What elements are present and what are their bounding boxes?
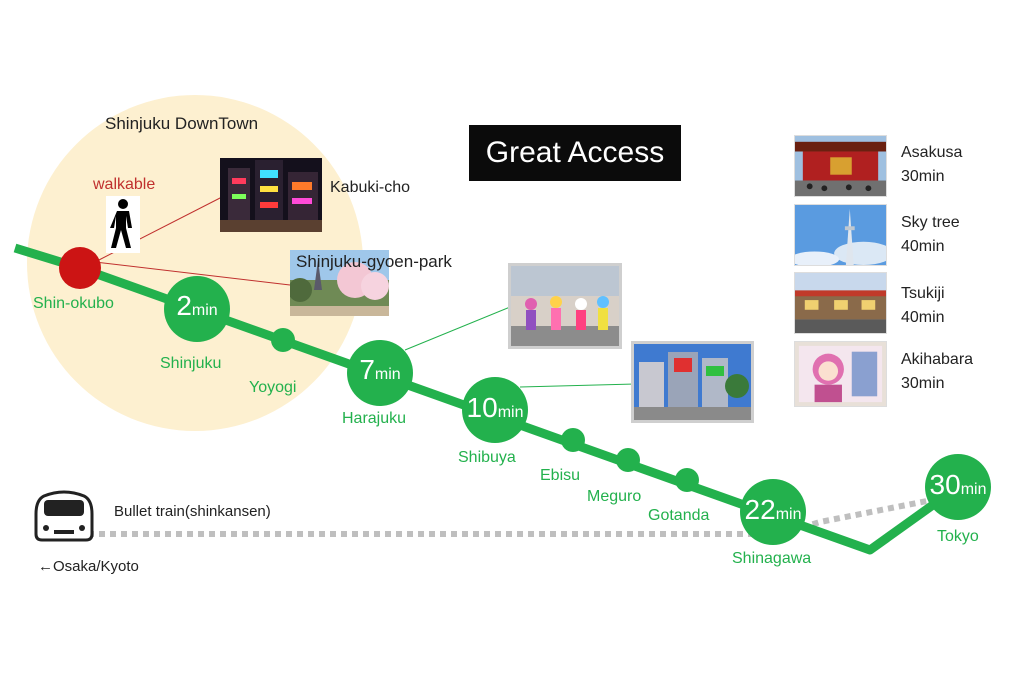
station-name-shinjuku: Shinjuku (160, 355, 222, 372)
attraction-name: Sky tree (901, 214, 960, 231)
harajuku-photo (508, 263, 622, 349)
station-dot-meguro (616, 448, 640, 472)
station-circle-harajuku (347, 340, 413, 406)
leader-harajuku-photo (404, 304, 516, 351)
page-title: Great Access (469, 125, 681, 181)
attraction-time: 30min (901, 168, 945, 185)
attraction-name: Akihabara (901, 351, 974, 368)
shibuya-photo (631, 341, 754, 423)
origin-marker (59, 247, 101, 289)
bullet-train-direction: ←Osaka/Kyoto (38, 558, 139, 575)
attraction-skytree: Sky tree 40min (901, 211, 960, 259)
time-unit: min (497, 404, 524, 421)
attraction-time: 30min (901, 375, 945, 392)
attraction-name: Asakusa (901, 144, 963, 161)
time-number: 10 (466, 392, 498, 423)
kabuki-cho-photo (220, 158, 322, 232)
station-dot-yoyogi (271, 328, 295, 352)
station-dot-gotanda (675, 468, 699, 492)
shinkansen-rail (88, 497, 933, 537)
attraction-tsukiji: Tsukiji 40min (901, 282, 945, 330)
time-number: 22 (744, 494, 776, 525)
station-name-tokyo: Tokyo (937, 528, 979, 545)
attraction-time: 40min (901, 309, 945, 326)
asakusa-photo (794, 135, 887, 197)
time-unit: min (960, 481, 987, 498)
time-unit: min (775, 506, 802, 523)
attraction-name: Tsukiji (901, 285, 945, 302)
tsukiji-photo (794, 272, 887, 334)
station-name-shin-okubo: Shin-okubo (33, 295, 114, 312)
station-dot-ebisu (561, 428, 585, 452)
attraction-akihabara: Akihabara 30min (901, 348, 973, 396)
station-name-shibuya: Shibuya (458, 449, 516, 466)
bullet-train-icon (34, 490, 94, 542)
station-name-gotanda: Gotanda (648, 507, 710, 524)
attraction-asakusa: Asakusa 30min (901, 141, 962, 189)
shinjuku-gyoen-label: Shinjuku-gyoen-park (296, 252, 452, 271)
station-name-shinagawa: Shinagawa (732, 550, 812, 567)
station-name-harajuku: Harajuku (342, 410, 407, 427)
time-number: 7 (359, 354, 375, 385)
time-unit: min (374, 366, 401, 383)
station-name-yoyogi: Yoyogi (249, 379, 297, 396)
pedestrian-icon (106, 196, 140, 253)
time-tokyo: 30min (918, 469, 998, 501)
time-harajuku: 7min (347, 354, 413, 386)
time-shibuya: 10min (457, 392, 533, 424)
station-circle-tokyo (925, 454, 991, 520)
downtown-label: Shinjuku DownTown (105, 114, 259, 133)
attraction-time: 40min (901, 238, 945, 255)
station-circle-shibuya (462, 377, 528, 443)
akihabara-photo (794, 341, 887, 407)
shinjuku-gyoen-photo (290, 250, 389, 316)
leader-gyoen (94, 261, 291, 286)
walkable-label: walkable (93, 176, 156, 193)
skytree-photo (794, 204, 887, 266)
station-name-meguro: Meguro (587, 488, 642, 505)
station-circle-shinjuku (164, 276, 230, 342)
time-shinagawa: 22min (734, 494, 812, 526)
time-number: 2 (176, 290, 192, 321)
station-name-ebisu: Ebisu (540, 467, 581, 484)
kabuki-cho-label: Kabuki-cho (330, 179, 411, 196)
bullet-train-label: Bullet train(shinkansen) (114, 503, 271, 520)
leader-shibuya-photo (519, 383, 636, 388)
station-circle-shinagawa (740, 479, 806, 545)
time-shinjuku: 2min (164, 290, 230, 322)
time-unit: min (191, 302, 218, 319)
time-number: 30 (929, 469, 961, 500)
